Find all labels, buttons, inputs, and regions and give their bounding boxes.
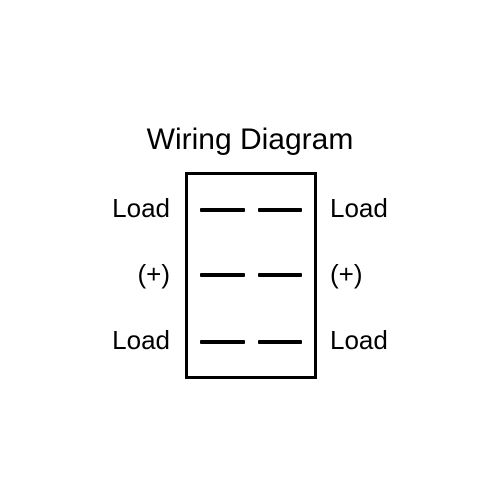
terminal-middle-left [200, 273, 245, 277]
diagram-title: Wiring Diagram [146, 123, 354, 156]
terminal-top-right [258, 208, 302, 212]
terminal-top-left [200, 208, 245, 212]
label-bottom-right: Load [330, 325, 388, 355]
switch-body [185, 172, 317, 379]
label-middle-left: (+) [137, 259, 171, 289]
label-top-right: Load [330, 193, 388, 223]
terminal-bottom-left [200, 340, 245, 344]
label-middle-right: (+) [330, 259, 363, 289]
terminal-bottom-right [258, 340, 302, 344]
label-bottom-left: Load [112, 325, 170, 355]
terminal-middle-right [258, 273, 302, 277]
label-top-left: Load [112, 193, 170, 223]
